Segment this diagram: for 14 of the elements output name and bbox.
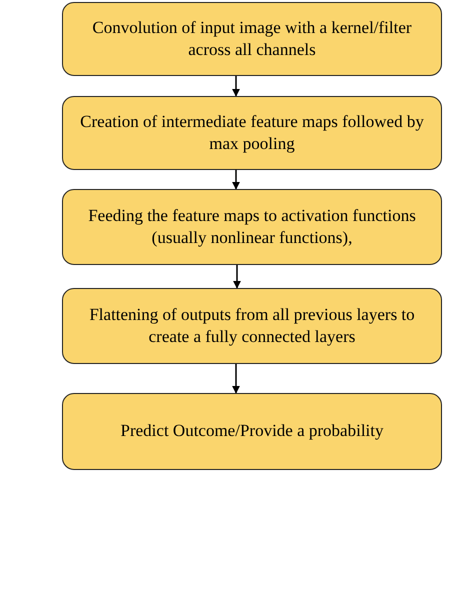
step-text: Predict Outcome/Provide a probability [120, 420, 384, 442]
step-text: Feeding the feature maps to activation functions (usually nonlinear functions), [87, 204, 417, 249]
process-box [62, 393, 442, 470]
arrow [232, 76, 240, 97]
process-box [62, 189, 442, 265]
step-text: Flattening of outputs from all previous layers to create a fully connected layers [88, 304, 416, 348]
process-box [62, 288, 442, 364]
step-text: Creation of intermediate feature maps followed by max pooling [79, 110, 425, 155]
step-text: Convolution of input image with a kernel/filter across all channels [91, 16, 413, 61]
process-box [62, 96, 442, 170]
arrow [232, 364, 240, 394]
arrow [233, 265, 241, 289]
process-box [62, 2, 442, 76]
arrow [232, 170, 240, 190]
